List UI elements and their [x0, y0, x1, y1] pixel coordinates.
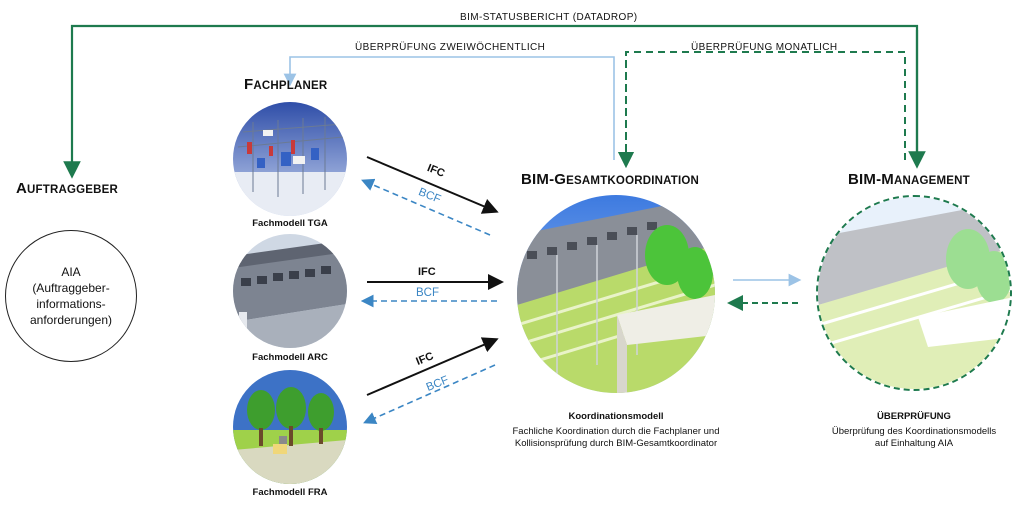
aia-line-1: AIA: [61, 265, 81, 279]
coordination-description-line-2: Kollisionsprüfung durch BIM-Gesamtkoordi…: [514, 438, 718, 449]
ifc-arrow-tga: [366, 156, 499, 214]
model-fra-image: [233, 370, 347, 484]
model-fra-caption: Fachmodell FRA: [252, 487, 328, 498]
coordination-description: Koordinationsmodell Fachliche Koordinati…: [468, 411, 764, 450]
auftraggeber-title: AUFTRAGGEBER: [16, 180, 119, 197]
aia-line-4: anforderungen): [29, 313, 113, 327]
gesamtkoordination-title: BIM-GESAMTKOORDINATION: [521, 171, 700, 188]
aia-circle: AIA (Auftraggeber- informations- anforde…: [5, 230, 137, 362]
management-description-line-2: auf Einhaltung AIA: [874, 438, 954, 449]
ifc-label-arc: IFC: [418, 266, 436, 278]
review-biweekly-label: ÜBERPRÜFUNG ZWEIWÖCHENTLICH: [355, 42, 546, 53]
coordination-description-line-1: Fachliche Koordination durch die Fachpla…: [512, 426, 720, 437]
aia-line-3: informations-: [36, 297, 106, 311]
management-description-line-1: Überprüfung des Koordinationsmodells: [831, 426, 997, 437]
model-arc-caption: Fachmodell ARC: [252, 352, 328, 363]
review-biweekly-line: [283, 56, 615, 160]
aia-line-2: (Auftraggeber-: [32, 281, 110, 295]
model-tga-image: [233, 102, 347, 216]
fachplaner-title: FACHPLANER: [244, 76, 328, 93]
model-tga-caption: Fachmodell TGA: [252, 218, 328, 229]
bcf-arrow-fra: [363, 364, 496, 424]
bcf-label-arc: BCF: [416, 287, 439, 299]
management-description: ÜBERPRÜFUNG Überprüfung des Koordination…: [806, 411, 1022, 450]
coordination-description-head: Koordinationsmodell: [568, 411, 664, 422]
coordination-model-image: [517, 195, 715, 393]
review-monthly-line: [618, 51, 906, 168]
ifc-arrow-fra: [366, 337, 499, 396]
management-description-head: ÜBERPRÜFUNG: [877, 411, 951, 422]
review-monthly-label: ÜBERPRÜFUNG MONATLICH: [691, 42, 838, 53]
bcf-arrow-tga: [361, 178, 491, 236]
management-title: BIM-MANAGEMENT: [848, 171, 970, 188]
model-arc-image: [233, 234, 347, 348]
status-report-label: BIM-STATUSBERICHT (DATADROP): [460, 12, 638, 23]
management-model-image: [816, 195, 1012, 391]
